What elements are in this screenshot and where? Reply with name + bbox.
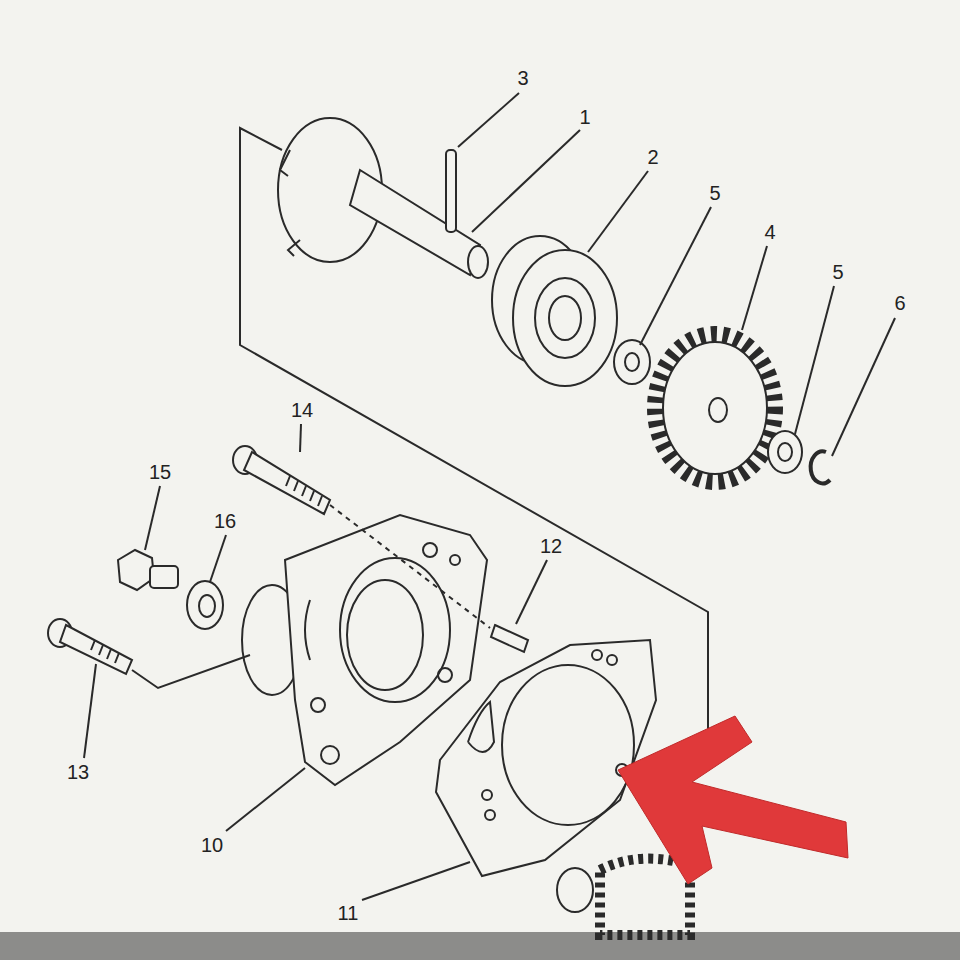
callout-number: 5 — [832, 262, 843, 282]
callout-number: 1 — [579, 107, 590, 127]
callout-number: 14 — [291, 400, 313, 420]
callout-number: 5 — [709, 183, 720, 203]
callout-number: 4 — [764, 222, 775, 242]
callout-number: 3 — [517, 68, 528, 88]
callout-number: 10 — [201, 835, 223, 855]
callout-number: 13 — [67, 762, 89, 782]
callout-number: 2 — [647, 147, 658, 167]
callout-number: 15 — [149, 462, 171, 482]
callout-number: 12 — [540, 536, 562, 556]
callout-number: 11 — [338, 903, 359, 923]
callout-number: 6 — [894, 293, 905, 313]
callout-number: 16 — [214, 511, 236, 531]
